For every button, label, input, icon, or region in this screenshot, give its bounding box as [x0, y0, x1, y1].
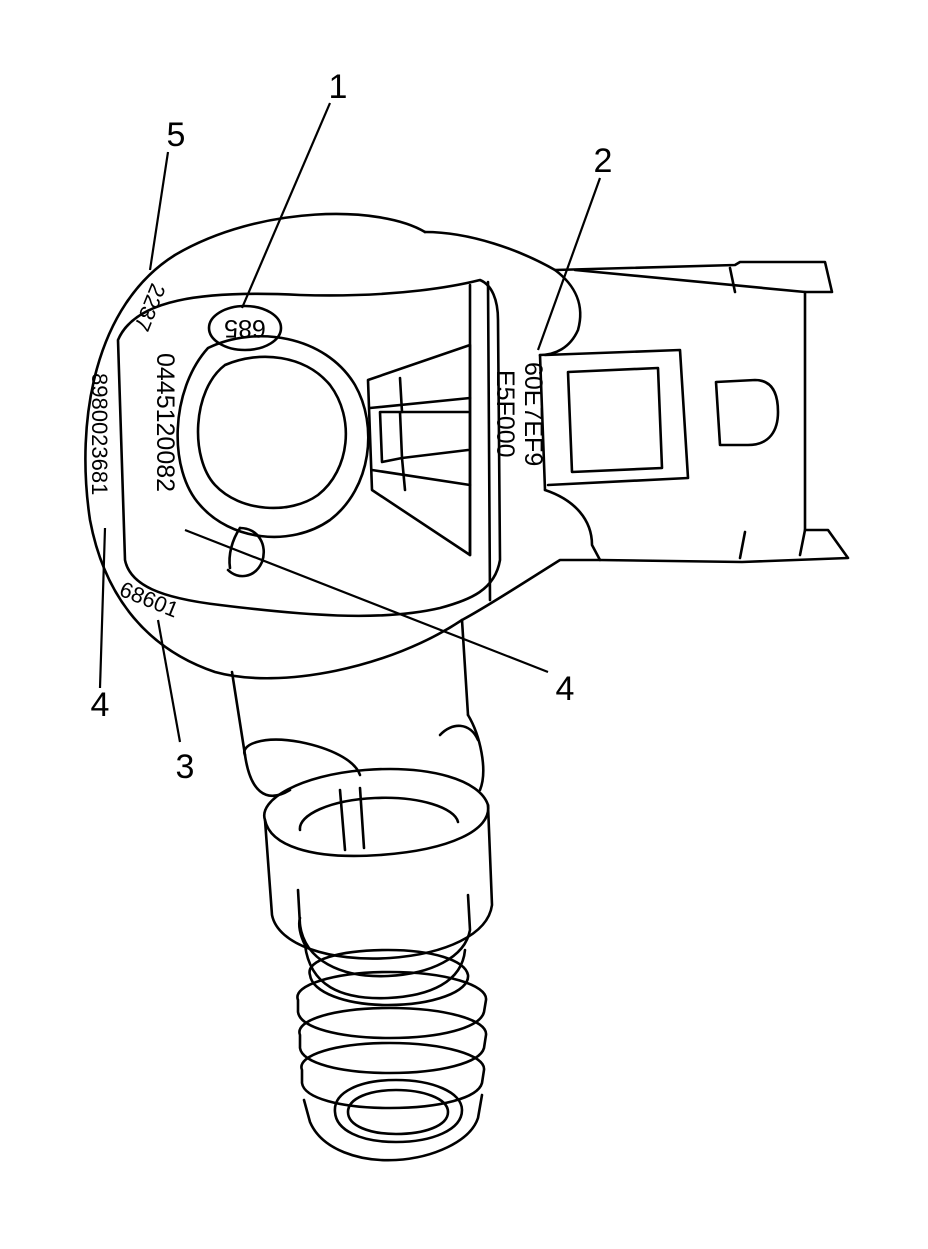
- rim-code-bottom: 68601: [116, 576, 182, 622]
- connector-code-line1: E5F000: [491, 370, 519, 458]
- stamp-code: 685: [224, 314, 266, 342]
- connector-housing: [423, 230, 850, 622]
- callout-4-right: 4: [556, 670, 575, 708]
- leader-3: [156, 619, 182, 743]
- injector-head: [84, 212, 502, 680]
- leader-lines: [98, 102, 602, 743]
- leader-1: [240, 102, 332, 309]
- callout-3: 3: [176, 748, 195, 786]
- part-number: 0445120082: [151, 353, 179, 492]
- callout-5: 5: [167, 116, 186, 154]
- injector-nozzle: [230, 618, 494, 1162]
- leader-2: [536, 177, 602, 351]
- callout-2: 2: [594, 142, 613, 180]
- leader-4-left: [98, 527, 107, 689]
- markings: 685 0445120082 E5F000 60E7EF9 2237 89800…: [87, 280, 547, 622]
- rim-serial: 8980023681: [87, 373, 112, 495]
- leader-4-right: [184, 528, 549, 674]
- connector-code-line2: 60E7EF9: [519, 362, 547, 466]
- callout-1: 1: [329, 68, 348, 106]
- callout-4-left: 4: [91, 686, 110, 724]
- leader-5: [148, 151, 170, 271]
- callouts: 1 2 3 4 4 5: [91, 68, 613, 786]
